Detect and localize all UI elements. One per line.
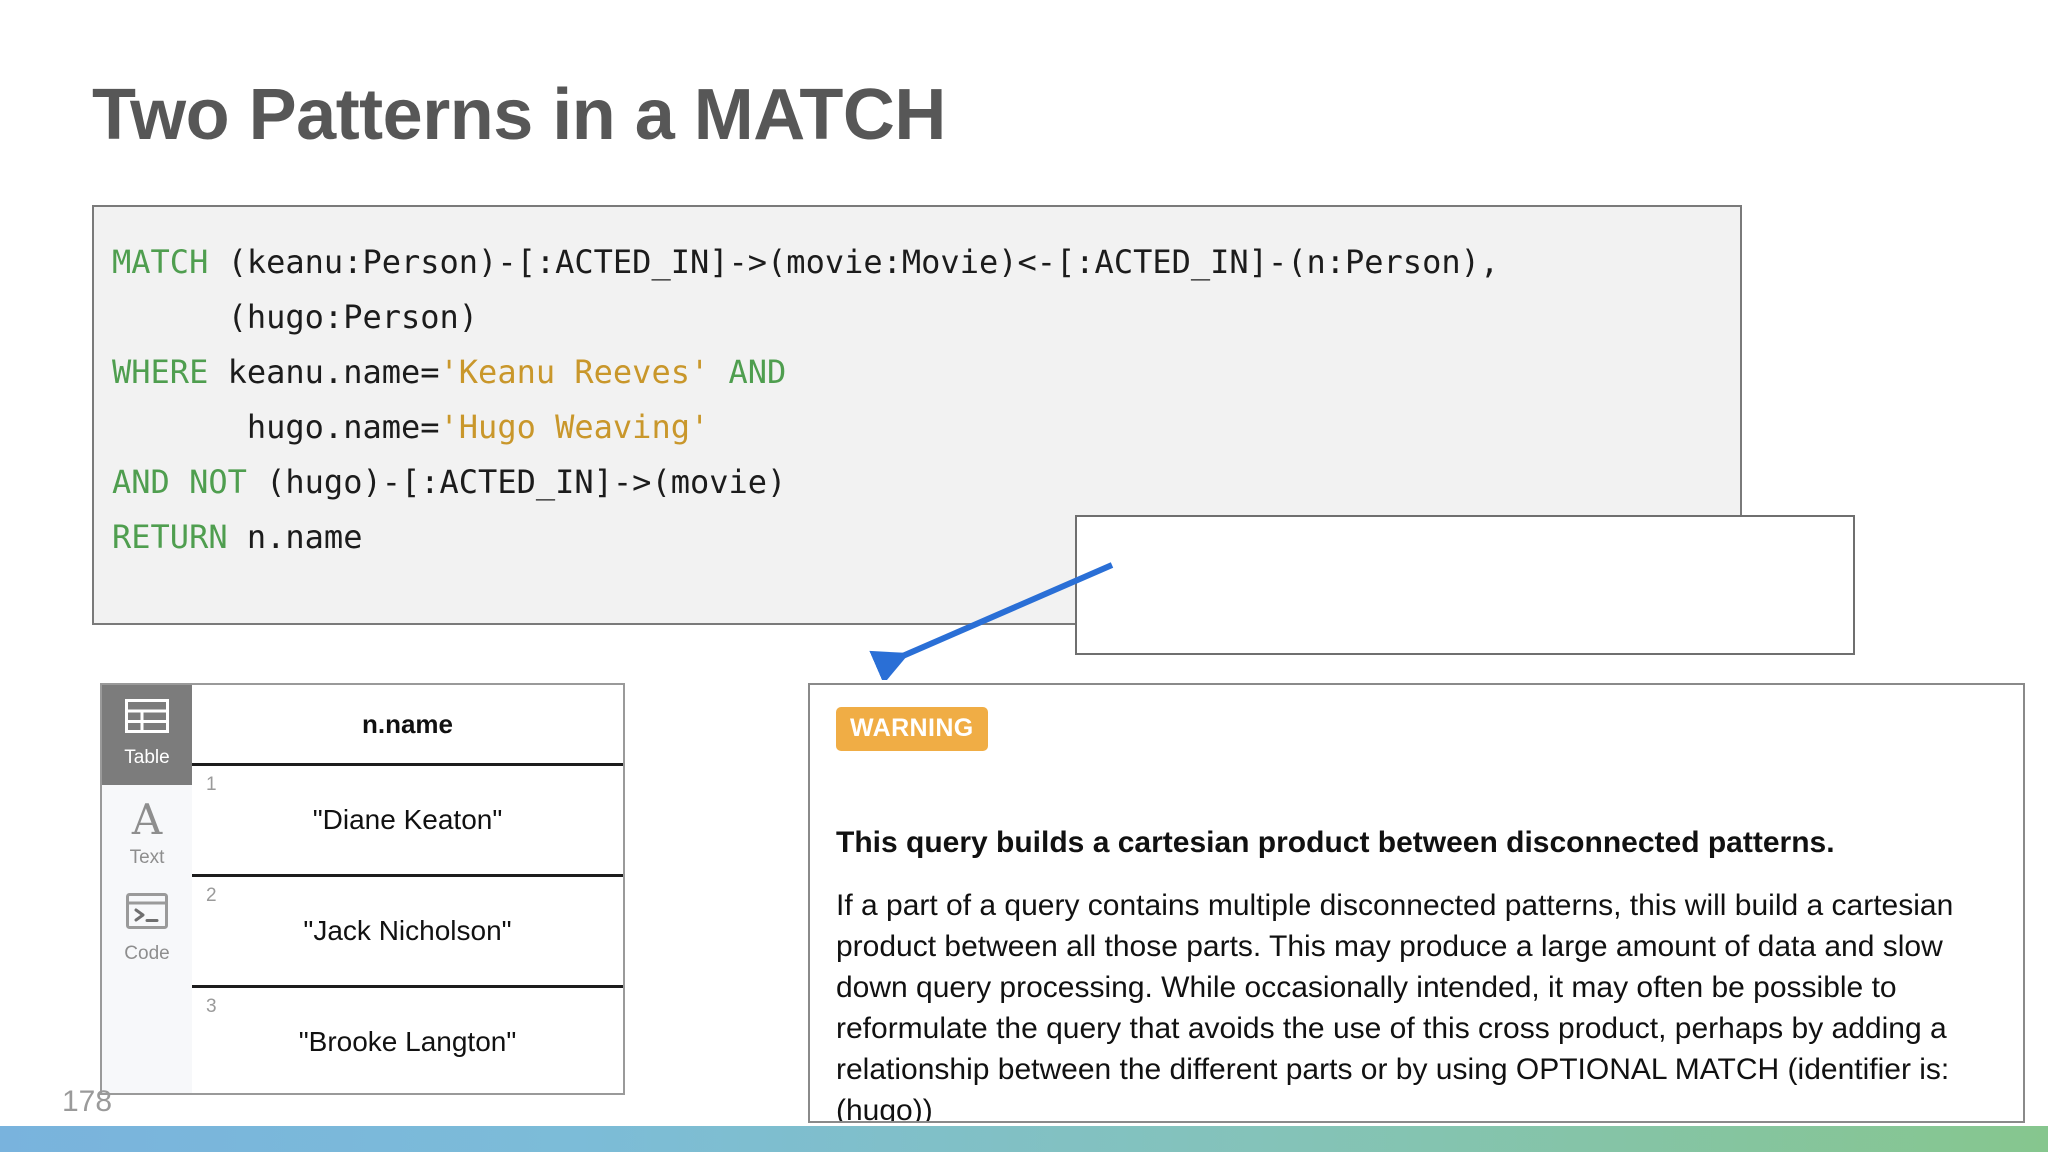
table-icon xyxy=(102,699,192,739)
page-title: Two Patterns in a MATCH xyxy=(92,75,946,155)
code-text: (hugo)-[:ACTED_IN]->(movie) xyxy=(246,463,787,501)
sidebar-item-table[interactable]: Table xyxy=(102,685,192,785)
row-value: "Diane Keaton" xyxy=(312,804,503,835)
code-line: hugo.name='Hugo Weaving' xyxy=(112,400,1740,455)
status-badge: WARNING xyxy=(836,707,988,751)
row-index: 2 xyxy=(206,885,217,906)
footer-gradient-bar xyxy=(0,1126,2048,1152)
sidebar-item-table-label: Table xyxy=(124,747,170,768)
code-icon xyxy=(102,893,192,935)
text-icon: A xyxy=(131,795,163,844)
code-line: MATCH (keanu:Person)-[:ACTED_IN]->(movie… xyxy=(112,235,1740,290)
code-keyword: AND NOT xyxy=(112,463,247,501)
page-number: 178 xyxy=(62,1085,113,1118)
sidebar-item-text[interactable]: A Text xyxy=(102,785,192,879)
result-rows: 1 "Diane Keaton" 2 "Jack Nicholson" 3 "Brooke… xyxy=(192,766,623,1093)
column-header-n-name: n.name xyxy=(192,685,623,766)
sidebar-item-code-label: Code xyxy=(124,943,170,964)
result-table: n.name 1 "Diane Keaton" 2 "Jack Nicholson" 3… xyxy=(192,685,623,1093)
code-string: 'Keanu Reeves' xyxy=(439,353,710,391)
cypher-code-block: MATCH (keanu:Person)-[:ACTED_IN]->(movie… xyxy=(92,205,1742,625)
row-value: "Brooke Langton" xyxy=(298,1026,517,1057)
warning-panel: WARNING This query builds a cartesian pr… xyxy=(808,683,2025,1123)
warning-heading: This query builds a cartesian product be… xyxy=(836,826,1835,859)
sidebar-item-code[interactable]: Code xyxy=(102,879,192,975)
table-row[interactable]: 1 "Diane Keaton" xyxy=(192,766,623,877)
code-keyword: MATCH xyxy=(112,243,209,281)
code-text: (keanu:Person)-[:ACTED_IN]->(movie:Movie… xyxy=(208,243,1500,281)
result-panel: Table A Text Code n.name 1 "Diane Keaton"… xyxy=(100,683,625,1095)
code-line: AND NOT (hugo)-[:ACTED_IN]->(movie) xyxy=(112,455,1740,510)
result-view-switcher: Table A Text Code xyxy=(102,685,192,1093)
warning-body: If a part of a query contains multiple d… xyxy=(836,889,1954,1123)
code-text xyxy=(709,353,728,391)
table-row[interactable]: 2 "Jack Nicholson" xyxy=(192,877,623,988)
code-line: WHERE keanu.name='Keanu Reeves' AND xyxy=(112,345,1740,400)
code-text: keanu.name= xyxy=(208,353,440,391)
warning-triangle-icon xyxy=(1141,591,1259,653)
row-index: 3 xyxy=(206,996,217,1017)
code-keyword: RETURN xyxy=(112,518,228,556)
row-value: "Jack Nicholson" xyxy=(303,915,512,946)
code-string: 'Hugo Weaving' xyxy=(439,408,710,446)
code-text: n.name xyxy=(227,518,363,556)
code-text: (hugo:Person) xyxy=(112,298,479,336)
code-text: hugo.name= xyxy=(112,408,440,446)
editor-hint-popup[interactable]: 1MATCH (keanu:Person)-[:AC(n:Person), xyxy=(1075,515,1855,655)
code-keyword: AND xyxy=(728,353,787,391)
code-line: (hugo:Person) xyxy=(112,290,1740,345)
table-row[interactable]: 3 "Brooke Langton" xyxy=(192,988,623,1093)
sidebar-item-text-label: Text xyxy=(129,847,165,868)
code-keyword: WHERE xyxy=(112,353,209,391)
row-index: 1 xyxy=(206,774,217,795)
code-line: RETURN n.name xyxy=(112,510,1740,565)
